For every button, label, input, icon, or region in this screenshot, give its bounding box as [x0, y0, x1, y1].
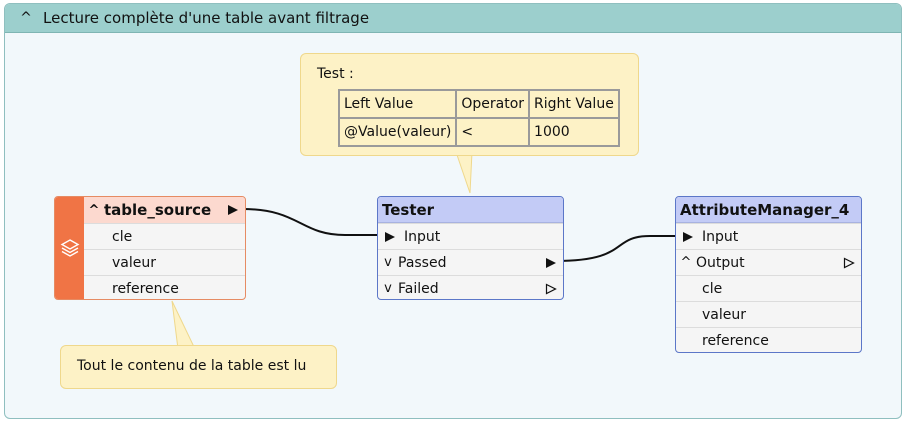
- reader-header[interactable]: ^ table_source: [84, 197, 245, 223]
- collapse-caret-icon[interactable]: ^: [680, 255, 692, 270]
- condition-header-row: Left Value Operator Right Value: [337, 89, 620, 119]
- transformer-header[interactable]: Tester: [378, 197, 563, 223]
- input-port-icon[interactable]: [384, 231, 396, 243]
- output-port-icon[interactable]: [227, 204, 239, 216]
- expand-caret-icon[interactable]: ^: [88, 202, 100, 218]
- transformer-name: Tester: [382, 200, 435, 219]
- output-port-row-passed[interactable]: v Passed: [378, 249, 563, 275]
- source-annotation[interactable]: Tout le contenu de la table est lu: [60, 345, 337, 389]
- attribute-row: valeur: [676, 301, 861, 327]
- condition-header-cell: Right Value: [528, 89, 620, 119]
- attribute-name: reference: [702, 332, 769, 349]
- port-label: Failed: [398, 280, 439, 297]
- port-label: Input: [702, 228, 739, 245]
- attribute-row: cle: [676, 275, 861, 301]
- reader-side-bar: [55, 197, 84, 299]
- attribute-row: cle: [84, 223, 245, 249]
- condition-cell: @Value(valeur): [337, 117, 458, 147]
- input-port-row[interactable]: Input: [676, 223, 861, 249]
- test-condition-annotation[interactable]: Test : Left Value Operator Right Value @…: [300, 53, 639, 156]
- attribute-name: cle: [112, 228, 133, 245]
- condition-cell: 1000: [528, 117, 620, 147]
- bookmark-title: Lecture complète d'une table avant filtr…: [43, 9, 370, 27]
- reader-node-table-source[interactable]: ^ table_source cle valeur reference: [54, 196, 246, 300]
- transformer-node-tester[interactable]: Tester Input v Passed v Failed: [377, 196, 564, 300]
- attribute-name: valeur: [702, 306, 746, 323]
- condition-table: Left Value Operator Right Value @Value(v…: [337, 89, 620, 147]
- collapse-caret-icon[interactable]: ^: [20, 10, 32, 26]
- output-port-icon[interactable]: [545, 257, 557, 269]
- condition-cell: <: [455, 117, 531, 147]
- port-label: Input: [404, 228, 441, 245]
- attribute-row: reference: [676, 327, 861, 352]
- annotation-text: Tout le contenu de la table est lu: [77, 358, 307, 374]
- annotation-label: Test :: [317, 66, 354, 82]
- output-port-row[interactable]: ^ Output: [676, 249, 861, 275]
- condition-header-cell: Operator: [455, 89, 531, 119]
- attribute-name: valeur: [112, 254, 156, 271]
- condition-row: @Value(valeur) < 1000: [337, 117, 620, 147]
- output-port-row-failed[interactable]: v Failed: [378, 275, 563, 299]
- expand-caret-icon[interactable]: v: [384, 281, 392, 296]
- reader-name: table_source: [104, 201, 212, 219]
- port-label: Passed: [398, 254, 447, 271]
- transformer-node-attributemanager[interactable]: AttributeManager_4 Input ^ Output cle va…: [675, 196, 862, 353]
- attribute-row: valeur: [84, 249, 245, 275]
- attribute-row: reference: [84, 275, 245, 299]
- condition-header-cell: Left Value: [337, 89, 458, 119]
- transformer-name: AttributeManager_4: [680, 200, 850, 219]
- input-port-row[interactable]: Input: [378, 223, 563, 249]
- attribute-name: cle: [702, 280, 723, 297]
- bookmark-header[interactable]: ^ Lecture complète d'une table avant fil…: [5, 4, 901, 33]
- output-port-unconnected-icon[interactable]: [545, 283, 557, 295]
- expand-caret-icon[interactable]: v: [384, 255, 392, 270]
- port-label: Output: [696, 254, 745, 271]
- layers-icon: [60, 239, 79, 257]
- attribute-name: reference: [112, 280, 179, 297]
- input-port-icon[interactable]: [682, 231, 694, 243]
- transformer-header[interactable]: AttributeManager_4: [676, 197, 861, 223]
- output-port-unconnected-icon[interactable]: [843, 257, 855, 269]
